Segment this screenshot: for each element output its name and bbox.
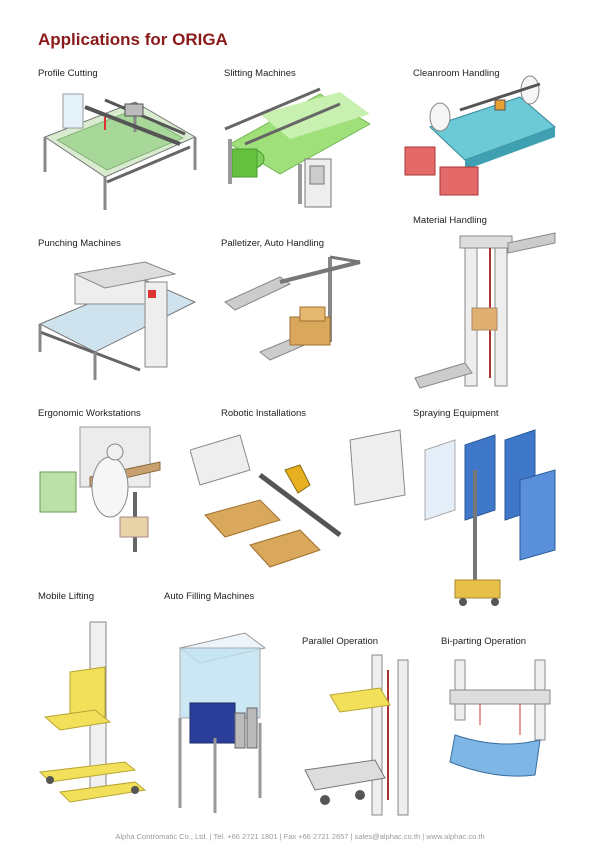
- material-handling-illustration: [414, 232, 556, 389]
- label-biparting: Bi-parting Operation: [441, 636, 527, 647]
- label-slitting-machines: Slitting Machines: [224, 68, 296, 79]
- palletizer-illustration: [224, 255, 361, 361]
- parallel-illustration: [304, 654, 409, 816]
- label-punching-machines: Punching Machines: [38, 238, 121, 249]
- mobile-lifting-illustration: [38, 621, 147, 803]
- label-parallel: Parallel Operation: [302, 636, 379, 647]
- cleanroom-handling-illustration: [404, 75, 556, 196]
- slitting-machines-illustration: [224, 87, 371, 208]
- spraying-illustration: [424, 429, 556, 606]
- punching-machines-illustration: [38, 261, 197, 380]
- ergonomic-illustration: [39, 426, 161, 552]
- label-auto-filling: Auto Filling Machines: [164, 591, 255, 602]
- label-palletizer: Palletizer, Auto Handling: [221, 238, 324, 249]
- label-material-handling: Material Handling: [413, 215, 487, 226]
- auto-filling-illustration: [178, 632, 267, 813]
- page-title: Applications for ORIGA: [38, 30, 228, 49]
- label-ergonomic: Ergonomic Workstations: [38, 408, 141, 419]
- footer-contact: Alpha Contromatic Co., Ltd. | Tel. +66 2…: [115, 832, 485, 841]
- label-cleanroom-handling: Cleanroom Handling: [413, 68, 500, 79]
- label-spraying: Spraying Equipment: [413, 408, 499, 419]
- biparting-illustration: [449, 659, 551, 777]
- robotic-illustration: [190, 429, 406, 568]
- profile-cutting-illustration: [43, 93, 197, 210]
- label-profile-cutting: Profile Cutting: [38, 68, 98, 79]
- label-mobile-lifting: Mobile Lifting: [38, 591, 94, 602]
- label-robotic: Robotic Installations: [221, 408, 307, 419]
